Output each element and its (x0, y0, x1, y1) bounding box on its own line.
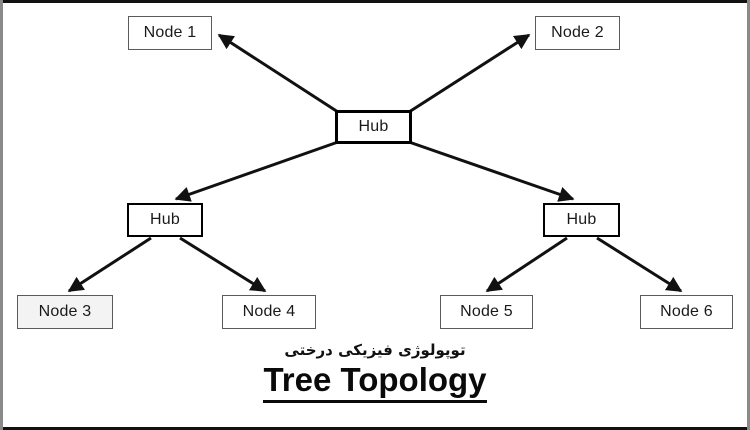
edge-hubleft-node4 (179, 236, 267, 293)
node-label: Hub (150, 211, 180, 228)
caption-english: Tree Topology (0, 361, 750, 403)
frame-bottom-border (0, 427, 750, 430)
node-label: Node 2 (551, 24, 604, 41)
node-label: Node 5 (460, 303, 513, 320)
node-label: Node 4 (242, 303, 296, 320)
edge-hubright-node5 (485, 236, 568, 293)
caption-english-text: Tree Topology (263, 361, 487, 403)
node-node3[interactable]: Node 3 (17, 295, 113, 329)
edge-hubroot-node2 (408, 33, 531, 114)
edge-hubleft-node3 (67, 236, 152, 293)
node-hub-right[interactable]: Hub (543, 203, 620, 237)
node-label: Node 6 (660, 303, 713, 320)
node-node2[interactable]: Node 2 (535, 16, 620, 50)
node-hub-root[interactable]: Hub (335, 110, 412, 144)
frame-right-border (747, 0, 750, 430)
frame-top-border (0, 0, 750, 3)
edge-hubright-node6 (596, 236, 683, 293)
node-node5[interactable]: Node 5 (440, 295, 533, 329)
edge-hubroot-node1 (217, 33, 339, 114)
node-node1[interactable]: Node 1 (128, 16, 212, 50)
frame-left-border (0, 0, 3, 430)
node-label: Node 3 (38, 303, 92, 320)
node-hub-left[interactable]: Hub (127, 203, 203, 237)
node-node4[interactable]: Node 4 (222, 295, 316, 329)
edge-hubroot-hubright (408, 140, 575, 202)
caption-persian: توپولوژی فیزیکی درختی (284, 341, 466, 359)
node-label: Hub (358, 118, 389, 135)
node-label: Hub (566, 211, 597, 228)
edge-hubroot-hubleft (174, 140, 339, 202)
node-label: Node 1 (143, 24, 197, 41)
node-node6[interactable]: Node 6 (640, 295, 733, 329)
